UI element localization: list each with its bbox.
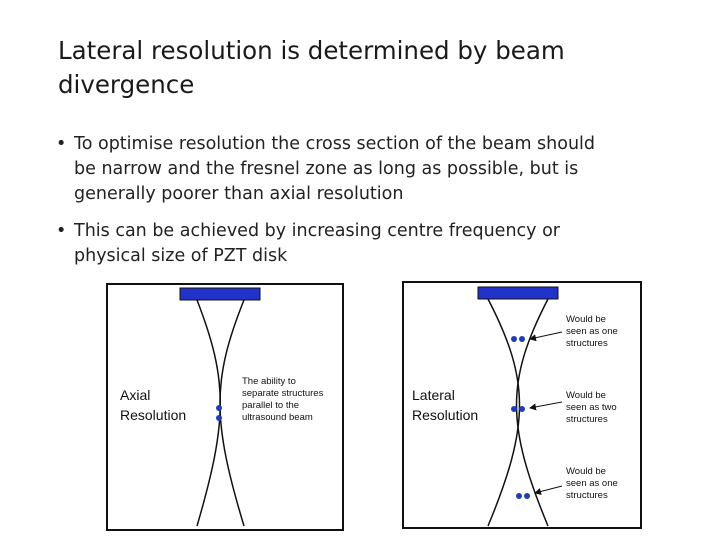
lateral-note-top-line: structures [566, 338, 608, 349]
bullet-marker: • [56, 221, 67, 241]
lateral-note-middle-line: structures [566, 414, 608, 425]
axial-note-line: separate structures [242, 388, 324, 399]
lateral-note-middle-line: Would be [566, 390, 606, 401]
transducer-icon [477, 286, 559, 300]
lateral-note-bottom-line: Would be [566, 466, 606, 477]
structure-dot [216, 405, 222, 411]
title-line-2: divergence [58, 70, 195, 99]
bullet-line: To optimise resolution the cross section… [74, 134, 596, 154]
axial-note-line: ultrasound beam [242, 412, 313, 423]
slide-title: Lateral resolution is determined by beam… [58, 34, 678, 102]
beam-right-edge [219, 299, 245, 527]
bullet-line: generally poorer than axial resolution [74, 184, 404, 204]
lateral-note-bottom-line: structures [566, 490, 608, 501]
structure-dot [524, 493, 530, 499]
structure-dot [519, 406, 525, 412]
bullet-line: be narrow and the fresnel zone as long a… [74, 159, 579, 179]
lateral-note-top-line: seen as one [566, 326, 618, 337]
lateral-label-line2: Resolution [412, 407, 478, 423]
transducer-icon [179, 287, 261, 301]
structure-dot [519, 336, 525, 342]
axial-label-line1: Axial [120, 387, 150, 403]
beam-left-edge [487, 298, 521, 527]
pointer-arrow [529, 401, 563, 411]
pointer-arrow [534, 485, 563, 495]
bullet-list: • To optimise resolution the cross secti… [56, 132, 676, 281]
structure-dot [511, 336, 517, 342]
axial-diagram: Axial Resolution The ability to separate… [106, 283, 344, 531]
bullet-line: This can be achieved by increasing centr… [74, 221, 560, 241]
lateral-resolution-figure: Lateral Resolution Would be seen as one … [402, 280, 644, 532]
axial-resolution-figure: Axial Resolution The ability to separate… [106, 280, 344, 532]
pointer-arrow [529, 331, 563, 342]
bullet-item: • To optimise resolution the cross secti… [56, 132, 676, 207]
structure-dot [511, 406, 517, 412]
figure-border [106, 283, 344, 531]
bullet-item: • This can be achieved by increasing cen… [56, 219, 676, 269]
lateral-note-top-line: Would be [566, 314, 606, 325]
axial-label-line2: Resolution [120, 407, 186, 423]
lateral-note-bottom-line: seen as one [566, 478, 618, 489]
lateral-label-line1: Lateral [412, 387, 455, 403]
bullet-marker: • [56, 134, 67, 154]
bullet-line: physical size of PZT disk [74, 246, 288, 266]
axial-note-line: The ability to [242, 376, 296, 387]
lateral-diagram: Lateral Resolution Would be seen as one … [402, 281, 642, 529]
structure-dot [216, 415, 222, 421]
axial-note-line: parallel to the [242, 400, 299, 411]
figure-border [402, 281, 642, 529]
structure-dot [516, 493, 522, 499]
lateral-note-middle-line: seen as two [566, 402, 617, 413]
title-line-1: Lateral resolution is determined by beam [58, 36, 565, 65]
